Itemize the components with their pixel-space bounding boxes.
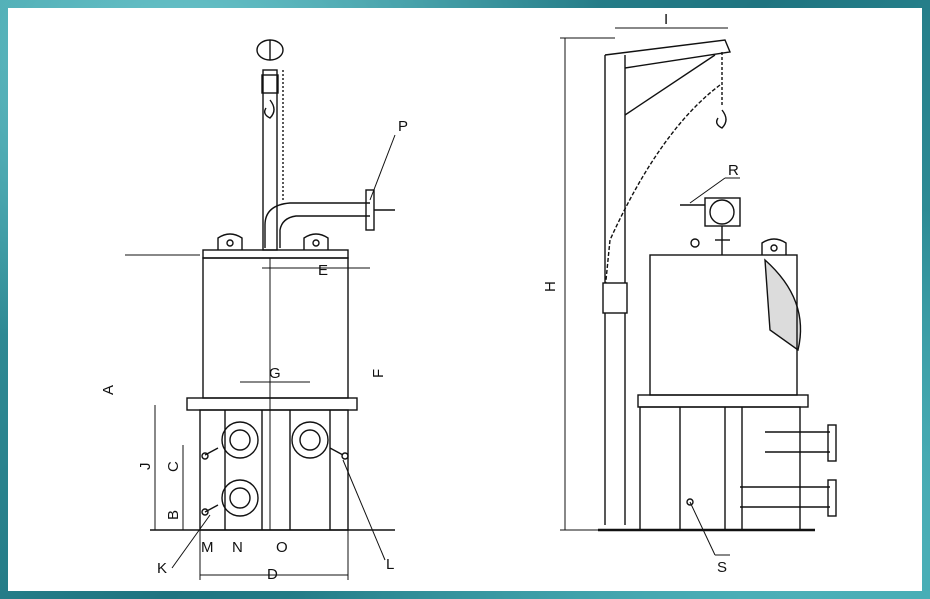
front-flange-band xyxy=(186,397,358,411)
label-R: R xyxy=(728,162,739,179)
label-P: P xyxy=(398,118,408,135)
front-view xyxy=(125,39,396,580)
nozzle-upper-right xyxy=(291,421,329,459)
crane-chain xyxy=(603,84,721,301)
front-lid xyxy=(202,249,349,259)
side-base xyxy=(639,406,801,531)
label-L: L xyxy=(386,556,394,573)
label-N: N xyxy=(232,539,243,556)
label-B: B xyxy=(165,510,182,520)
label-F: F xyxy=(370,369,387,378)
drawing-sheet xyxy=(8,8,922,591)
nozzle-lower-left xyxy=(221,479,259,517)
label-C: C xyxy=(165,461,182,472)
label-M: M xyxy=(201,539,214,556)
label-K: K xyxy=(157,560,167,577)
jib-arm xyxy=(604,39,731,69)
label-O: O xyxy=(276,539,288,556)
label-S: S xyxy=(717,559,727,576)
label-I: I xyxy=(664,11,668,28)
crane-hook xyxy=(715,109,727,129)
label-H: H xyxy=(542,281,559,292)
front-outlet-pipe xyxy=(264,202,370,248)
label-E: E xyxy=(318,262,328,279)
side-view xyxy=(560,27,837,556)
label-G: G xyxy=(269,365,281,382)
side-flange-band xyxy=(637,394,809,408)
label-A: A xyxy=(100,385,117,395)
label-D: D xyxy=(267,566,278,583)
nozzle-upper-left xyxy=(221,421,259,459)
label-J: J xyxy=(137,463,154,471)
front-base xyxy=(199,409,349,531)
front-outlet-flange xyxy=(365,189,375,231)
